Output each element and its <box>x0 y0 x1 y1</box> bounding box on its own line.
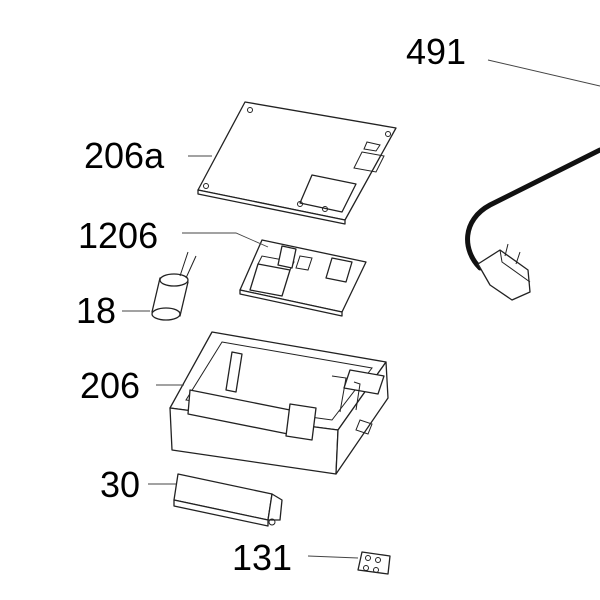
label-206: 206 <box>80 365 140 406</box>
terminal-block-part <box>307 551 391 575</box>
label-1206: 1206 <box>78 215 158 256</box>
capacitor-part <box>122 251 197 321</box>
housing-part <box>156 331 389 475</box>
label-491: 491 <box>406 31 466 72</box>
label-206a: 206a <box>84 135 165 176</box>
label-30: 30 <box>100 464 140 505</box>
label-18: 18 <box>76 290 116 331</box>
driver-part <box>148 473 283 527</box>
main-board-part <box>188 101 397 225</box>
small-board-part <box>182 232 367 317</box>
label-131: 131 <box>232 537 292 578</box>
power-cord-part <box>465 59 600 301</box>
